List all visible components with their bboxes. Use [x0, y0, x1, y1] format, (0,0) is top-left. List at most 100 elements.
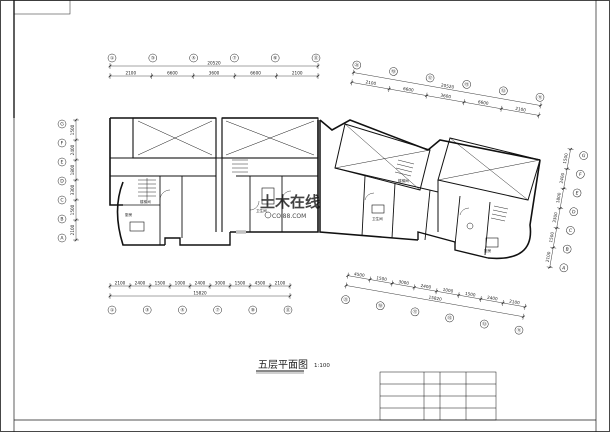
left-bottom-seg-label: 1500: [155, 281, 166, 286]
right-bottom-seg-ext: [435, 288, 438, 295]
left-bottom-seg-label: 4500: [255, 281, 266, 286]
left-bottom-axis-bubble: [283, 305, 293, 315]
right-side-seg-label: 2100: [545, 251, 552, 263]
right-side-seg-label: 1800: [555, 192, 562, 204]
left-top-axis-bubble: [311, 53, 321, 63]
left-side-axis-bubble: [57, 176, 67, 186]
left-side-seg-label: 3300: [70, 184, 75, 195]
left-bath-label: 卫生间: [256, 208, 267, 213]
right-top-axis-bubble: [499, 86, 508, 96]
right-side-seg-ext: [564, 168, 571, 170]
right-bottom-seg-ext: [347, 272, 349, 279]
right-top-seg-ext: [388, 86, 390, 92]
right-side-axis-bubble: [576, 170, 585, 179]
right-top-axis-label: ⑮: [464, 81, 470, 89]
right-top-seg-label: 3600: [440, 93, 452, 100]
left-bottom-seg-label: 2100: [115, 281, 126, 286]
right-bottom-axis-label: ㉑: [343, 296, 349, 304]
left-bottom-seg-label: 1500: [235, 281, 246, 286]
right-side-seg-ext: [557, 207, 564, 210]
right-bottom-axis-bubble: [410, 307, 420, 317]
right-bottom-seg-label: 1500: [465, 291, 477, 298]
right-unit-plan: [319, 119, 541, 260]
left-side-axis-bubble: [57, 233, 67, 243]
left-bottom-axis-label: ①: [110, 308, 114, 314]
left-top-seg-label: 2100: [292, 71, 303, 76]
right-side-seg-label: 3300: [552, 211, 559, 223]
right-side-seg-ext: [567, 148, 574, 150]
right-bottom-seg-label: 3000: [398, 279, 410, 286]
right-top-axis-label: ⑬: [500, 87, 506, 95]
right-bottom-axis-label: ⑲: [377, 302, 383, 310]
left-top-axis-label: ③: [151, 56, 155, 62]
right-side-axis-label: D: [571, 209, 576, 216]
left-top-seg-label: 6600: [250, 71, 261, 76]
left-side-axis-bubble: [57, 214, 67, 224]
left-side-seg-label: 1500: [70, 204, 75, 215]
right-bottom-total-label: 15820: [428, 295, 442, 302]
right-top-axis-bubble: [535, 93, 545, 102]
title-block-table: [379, 371, 497, 421]
right-top-seg-label: 6600: [478, 99, 490, 106]
left-bottom-seg-label: 1000: [175, 281, 186, 286]
right-bottom-axis-bubble: [445, 313, 454, 323]
right-bottom-seg-ext: [369, 276, 371, 283]
right-bottom-axis-label: ⑪: [516, 326, 522, 334]
left-bottom-axis-bubble: [107, 305, 117, 315]
right-bottom-axis-bubble: [341, 295, 350, 304]
right-top-total-label: 20520: [441, 82, 455, 89]
left-bottom-total-label: 15820: [193, 291, 207, 296]
left-side-axis-label: G: [60, 122, 64, 128]
drawing-title-block: 五层平面图 1:100: [256, 359, 330, 374]
left-side-seg-label: 2100: [70, 224, 75, 235]
right-top-seg-line: [351, 82, 539, 116]
right-bottom-axis-label: ⑰: [412, 308, 418, 316]
left-side-axis-label: A: [60, 236, 64, 242]
left-side-seg-label: 2400: [70, 144, 75, 155]
right-top-total-ext: [352, 69, 355, 76]
watermark-text: 土木在线: [260, 193, 320, 211]
right-top-seg-ext: [350, 79, 353, 86]
right-side-seg-ext: [550, 246, 557, 249]
left-bottom-axis-label: ③: [145, 308, 149, 314]
right-top-seg-ext: [538, 112, 540, 119]
left-side-seg-label: 1500: [70, 124, 75, 135]
right-unit-room-labels: 楼梯间 卫生间 厨房: [372, 178, 492, 253]
left-unit-room-labels: 楼梯间 卫生间 厨房: [125, 199, 267, 217]
right-kitchen-label: 厨房: [484, 248, 492, 253]
right-bottom-seg-label: 2400: [487, 295, 499, 302]
left-unit-plan: [109, 117, 319, 246]
right-side-axis-label: B: [565, 246, 569, 252]
left-side-axis-label: C: [60, 198, 63, 204]
left-side-axis-bubble: [57, 138, 67, 148]
right-top-axis-bubble: [389, 67, 398, 76]
right-side-axis-bubble: [566, 226, 575, 235]
right-top-seg-label: 2100: [365, 79, 377, 86]
left-stair-treads: [138, 159, 248, 200]
right-bottom-seg-ext: [524, 303, 526, 310]
right-side-seg-label: 2400: [559, 172, 566, 184]
left-top-axis-bubble: [189, 53, 198, 63]
left-bottom-axis-label: ⑨: [251, 308, 255, 314]
left-side-axis-bubble: [57, 195, 67, 205]
left-stair-label: 楼梯间: [140, 199, 151, 204]
right-top-total-ext: [539, 102, 542, 109]
left-side-seg-label: 1800: [70, 164, 75, 175]
right-side-axis-bubble: [572, 188, 582, 198]
watermark: 土木在线 COI88.COM: [260, 193, 320, 220]
right-bottom-seg-label: 4500: [354, 271, 366, 278]
left-top-axis-label: ⑨: [273, 56, 277, 62]
left-bottom-axis-label: ⑪: [286, 307, 291, 314]
right-side-seg-label: 1500: [562, 152, 569, 164]
left-top-axis-bubble: [107, 53, 117, 63]
right-stair-label: 楼梯间: [398, 178, 409, 183]
left-bottom-axis-bubble: [213, 305, 222, 315]
right-top-axis-bubble: [425, 73, 435, 83]
dimension-layer: 20520 2100 6600 3600 6600 2100 2100 2400 1500 100…: [70, 61, 574, 320]
right-bottom-seg-label: 2100: [509, 299, 521, 306]
